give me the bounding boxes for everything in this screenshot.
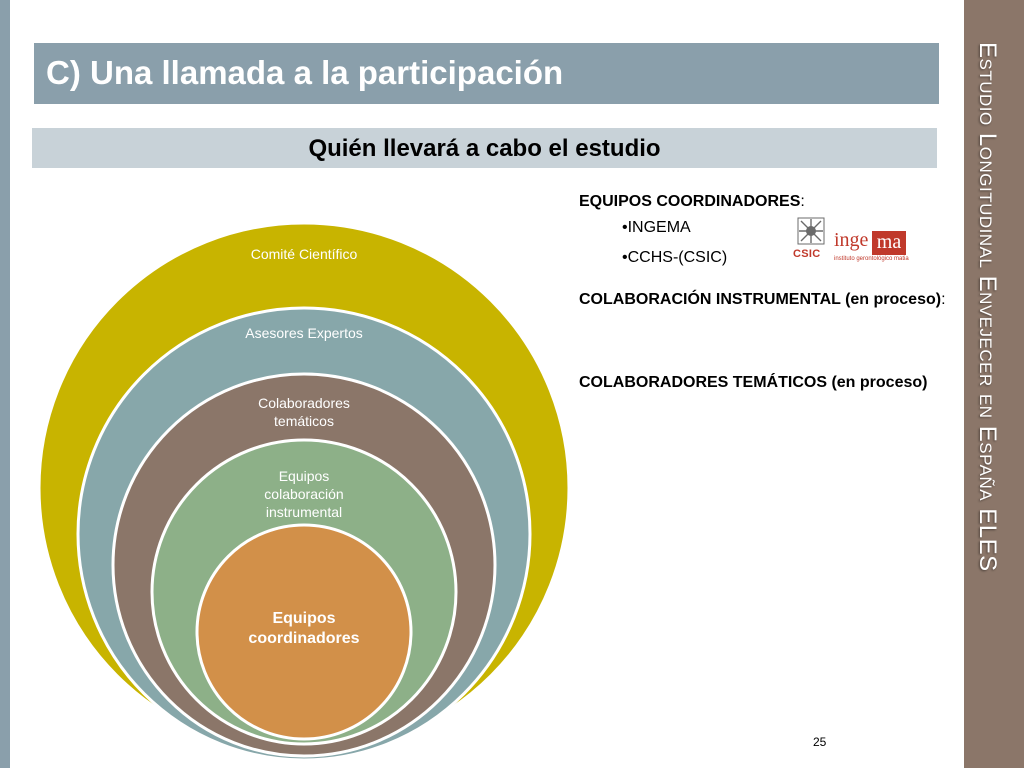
- label-equipos-colaboracion: Equipos colaboración instrumental: [264, 468, 344, 520]
- slide-subtitle: Quién llevará a cabo el estudio: [308, 135, 661, 162]
- label-colaboradores-tematicos: Colaboradores temáticos: [258, 395, 350, 429]
- page-number: 25: [813, 735, 827, 749]
- left-accent-rule: [0, 0, 10, 768]
- coordinator-item-cchs: •CCHS-(CSIC): [622, 249, 728, 266]
- label-equipos-coordinadores: Equipos coordinadores: [248, 610, 360, 647]
- nested-circles-diagram: [37, 221, 571, 762]
- ingema-logo: inge ma instituto gerontológico matia: [832, 229, 909, 267]
- side-band: [964, 0, 1024, 768]
- circle-equipos-coordinadores: [195, 523, 413, 741]
- csic-logo: CSIC: [793, 216, 829, 266]
- instrumental-colon: :: [941, 291, 946, 308]
- label-comite-cientifico: Comité Científico: [250, 246, 358, 262]
- instrumental-heading: COLABORACIÓN INSTRUMENTAL (en proceso): [579, 291, 942, 308]
- instrumental-heading-line: COLABORACIÓN INSTRUMENTAL (en proceso):: [579, 289, 949, 311]
- coordinators-heading-line: EQUIPOS COORDINADORES:: [579, 191, 805, 213]
- slide-title: C) Una llamada a la participación: [46, 54, 564, 91]
- thematic-heading: COLABORADORES TEMÁTICOS (en proceso): [579, 374, 928, 391]
- title-bar: C) Una llamada a la participación: [34, 43, 939, 104]
- ingema-logo-box: ma: [872, 231, 906, 255]
- csic-emblem-icon: [797, 217, 825, 245]
- ingema-logo-prefix: inge: [834, 229, 869, 251]
- subtitle-bar: Quién llevará a cabo el estudio: [32, 128, 937, 168]
- side-title: Estudio Longitudinal Envejecer en España…: [974, 42, 1001, 572]
- ingema-logo-subtitle: instituto gerontológico matia: [834, 256, 909, 262]
- side-title-area: Estudio Longitudinal Envejecer en España…: [964, 0, 1024, 768]
- csic-logo-text: CSIC: [793, 248, 821, 260]
- coordinator-item-ingema: •INGEMA: [622, 219, 691, 236]
- label-asesores-expertos: Asesores Expertos: [245, 325, 363, 341]
- coordinators-colon: :: [800, 193, 805, 210]
- coordinators-heading: EQUIPOS COORDINADORES: [579, 193, 801, 210]
